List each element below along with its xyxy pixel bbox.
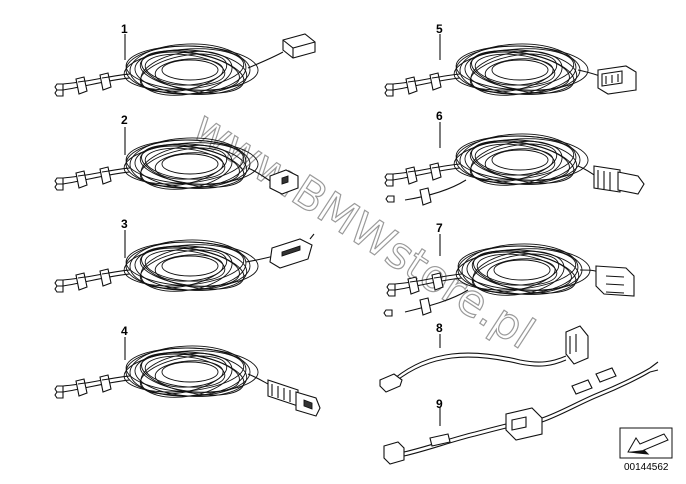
part-7-number: 7 xyxy=(436,221,443,235)
part-6-cable-harness xyxy=(384,122,645,206)
part-9-cable-adapter xyxy=(383,361,659,465)
part-6-number: 6 xyxy=(436,109,443,123)
part-5-cable-harness xyxy=(384,34,637,102)
part-9-number: 9 xyxy=(436,397,443,411)
part-1-cable-harness xyxy=(54,33,316,102)
diagram-arrow-icon xyxy=(619,427,673,459)
part-2-cable-harness xyxy=(54,127,299,196)
part-1-number: 1 xyxy=(121,22,128,36)
part-8-number: 8 xyxy=(436,321,443,335)
part-3-cable-harness xyxy=(54,230,315,298)
document-number: 00144562 xyxy=(624,462,669,473)
part-7-cable-harness xyxy=(383,234,635,317)
part-4-cable-harness xyxy=(54,337,321,417)
part-5-number: 5 xyxy=(436,22,443,36)
watermark: www.BMWstore.pl xyxy=(184,101,543,359)
part-4-number: 4 xyxy=(121,324,128,338)
part-3-number: 3 xyxy=(121,217,128,231)
part-8-cable xyxy=(379,325,589,393)
part-2-number: 2 xyxy=(121,113,128,127)
